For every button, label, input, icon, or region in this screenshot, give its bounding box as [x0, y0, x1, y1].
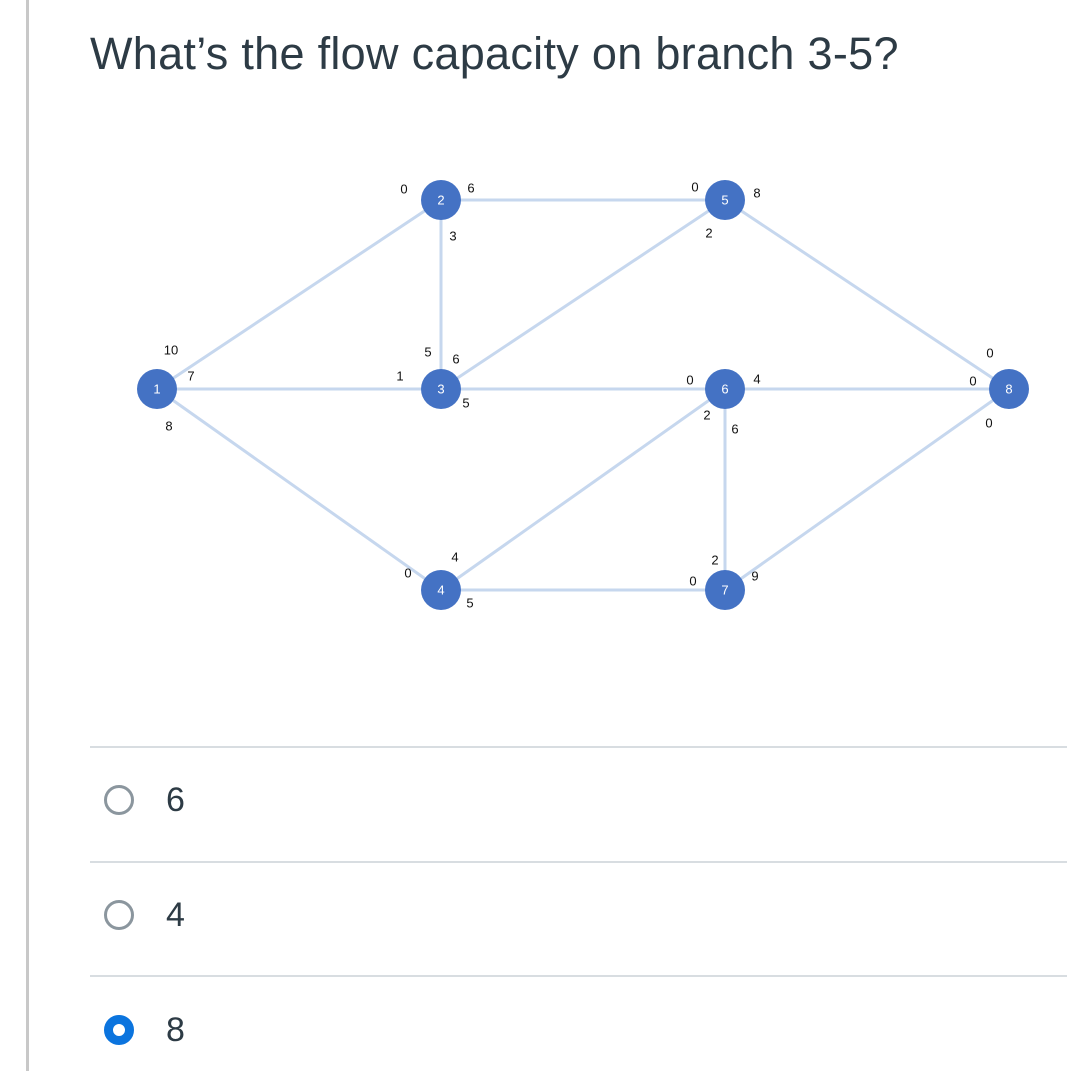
divider: [90, 746, 1067, 748]
node-label: 5: [721, 193, 728, 208]
node-3: [421, 369, 461, 409]
left-border: [26, 0, 29, 1071]
answer-label: 8: [166, 1010, 185, 1049]
capacity-label: 2: [705, 226, 712, 241]
capacity-label: 0: [985, 416, 992, 431]
node-7: [705, 570, 745, 610]
node-label: 3: [437, 382, 444, 397]
node-label: 7: [721, 583, 728, 598]
capacity-label: 9: [751, 569, 758, 584]
divider: [90, 975, 1067, 977]
capacity-label: 0: [986, 346, 993, 361]
node-2: [421, 180, 461, 220]
branch-1-4: [156, 387, 442, 592]
capacity-label: 0: [404, 566, 411, 581]
capacity-label: 0: [400, 182, 407, 197]
capacity-label: 10: [164, 343, 178, 358]
branch-4-6: [440, 387, 726, 592]
capacity-label: 4: [753, 372, 760, 387]
divider: [90, 861, 1067, 863]
answer-label: 6: [166, 780, 185, 819]
node-5: [705, 180, 745, 220]
capacity-label: 3: [449, 229, 456, 244]
capacity-label: 6: [467, 181, 474, 196]
node-8: [989, 369, 1029, 409]
node-6: [705, 369, 745, 409]
node-1: [137, 369, 177, 409]
question-text: What’s the flow capacity on branch 3-5?: [90, 28, 899, 79]
capacity-label: 4: [451, 550, 458, 565]
capacity-label: 5: [462, 396, 469, 411]
capacity-label: 2: [711, 553, 718, 568]
node-label: 1: [153, 382, 160, 397]
answer-option-1[interactable]: 6: [104, 780, 185, 820]
capacity-label: 2: [703, 408, 710, 423]
node-label: 6: [721, 382, 728, 397]
capacity-label: 5: [466, 596, 473, 611]
capacity-label: 8: [165, 419, 172, 434]
answer-option-3[interactable]: 8: [104, 1010, 185, 1050]
capacity-label: 6: [731, 422, 738, 437]
radio-button[interactable]: [104, 1015, 134, 1045]
node-label: 8: [1005, 382, 1012, 397]
branch-7-8: [724, 387, 1010, 592]
branch-1-2: [156, 198, 442, 391]
node-4: [421, 570, 461, 610]
branch-3-5: [440, 198, 726, 391]
answer-option-2[interactable]: 4: [104, 895, 185, 935]
node-label: 2: [437, 193, 444, 208]
radio-button[interactable]: [104, 900, 134, 930]
radio-button[interactable]: [104, 785, 134, 815]
branch-5-8: [724, 198, 1010, 391]
node-label: 4: [437, 583, 444, 598]
capacity-label: 7: [187, 369, 194, 384]
capacity-label: 8: [753, 186, 760, 201]
capacity-label: 5: [424, 345, 431, 360]
capacity-label: 0: [689, 574, 696, 589]
capacity-label: 6: [452, 352, 459, 367]
capacity-label: 1: [396, 369, 403, 384]
capacity-label: 0: [969, 374, 976, 389]
capacity-label: 0: [691, 180, 698, 195]
capacity-label: 0: [686, 373, 693, 388]
answer-label: 4: [166, 895, 185, 934]
